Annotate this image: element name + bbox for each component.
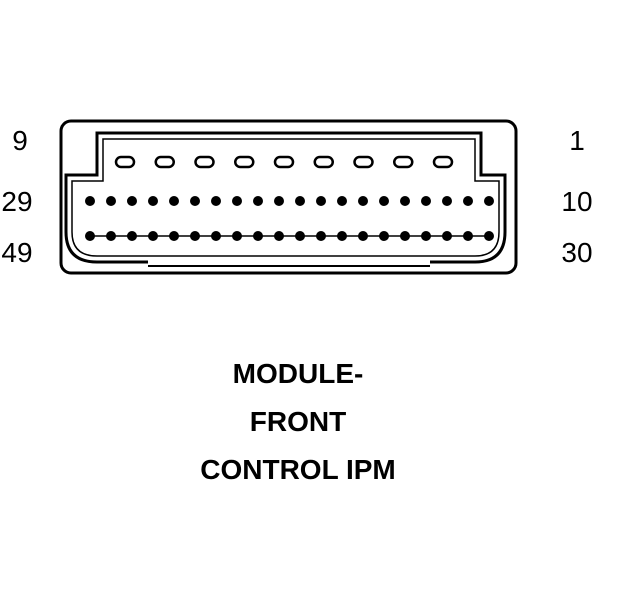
pin-round <box>358 196 368 206</box>
pin-round <box>484 231 494 241</box>
pin-round <box>442 231 452 241</box>
pin-round <box>190 196 200 206</box>
pin-label-row1-right: 1 <box>569 125 585 156</box>
pin-round <box>484 196 494 206</box>
pin-round <box>421 231 431 241</box>
pin-round <box>463 196 473 206</box>
pin-round <box>316 231 326 241</box>
pin-round <box>379 196 389 206</box>
pin-row-3 <box>85 231 494 241</box>
pin-round <box>127 231 137 241</box>
pin-round <box>295 231 305 241</box>
pin-oval <box>432 155 454 169</box>
pin-oval <box>273 155 295 169</box>
pin-round <box>106 196 116 206</box>
pin-round <box>85 231 95 241</box>
pin-round <box>127 196 137 206</box>
pin-label-row1-left: 9 <box>12 125 28 156</box>
pin-round <box>148 231 158 241</box>
pin-label-row3-right: 30 <box>561 237 592 268</box>
pin-round <box>274 231 284 241</box>
connector-shroud-outer <box>64 131 507 264</box>
pin-row-1 <box>114 155 454 169</box>
pin-round <box>358 231 368 241</box>
pin-round <box>253 196 263 206</box>
pin-round <box>400 231 410 241</box>
connector-shroud-inner <box>71 138 500 257</box>
pin-round <box>106 231 116 241</box>
pin-round <box>463 231 473 241</box>
pin-round <box>211 196 221 206</box>
pin-round <box>442 196 452 206</box>
pin-row-2 <box>85 196 494 206</box>
caption-line-1: MODULE- <box>233 358 364 389</box>
pin-round <box>421 196 431 206</box>
caption-line-2: FRONT <box>250 406 346 437</box>
pin-round <box>274 196 284 206</box>
pin-oval <box>154 155 175 169</box>
pin-round <box>295 196 305 206</box>
pin-round <box>169 196 179 206</box>
pin-round <box>85 196 95 206</box>
pin-round <box>316 196 326 206</box>
pin-round <box>379 231 389 241</box>
pin-round <box>190 231 200 241</box>
pin-round <box>232 196 242 206</box>
pin-round <box>400 196 410 206</box>
pin-oval <box>114 155 136 169</box>
pin-oval <box>353 155 374 169</box>
pin-round <box>232 231 242 241</box>
pin-label-row3-left: 49 <box>1 237 32 268</box>
pin-oval <box>234 155 255 169</box>
pin-round <box>253 231 263 241</box>
caption-line-3: CONTROL IPM <box>200 454 395 485</box>
connector-housing <box>59 119 518 275</box>
pin-round <box>337 231 347 241</box>
pin-round <box>337 196 347 206</box>
pin-oval <box>194 155 215 169</box>
pin-label-row2-left: 29 <box>1 186 32 217</box>
pin-round <box>211 231 221 241</box>
pin-round <box>148 196 158 206</box>
pin-oval <box>393 155 414 169</box>
pin-oval <box>313 155 334 169</box>
pin-round <box>169 231 179 241</box>
pin-label-row2-right: 10 <box>561 186 592 217</box>
